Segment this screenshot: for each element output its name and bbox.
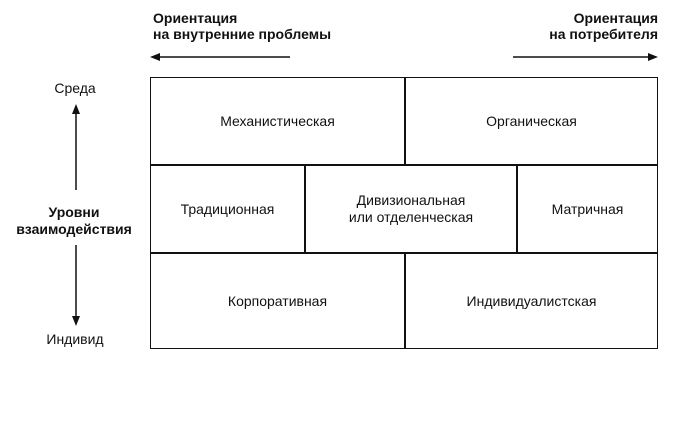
axis-label-environment: Среда: [54, 80, 96, 96]
header-internal-orientation: Ориентация на внутренние проблемы: [153, 10, 331, 42]
cell-divisional-line2: или отделенческая: [348, 209, 474, 225]
header-consumer-orientation: Ориентация на потребителя: [470, 10, 658, 42]
arrow-up-icon: [72, 104, 80, 190]
cell-mechanistic: Механистическая: [220, 112, 335, 129]
cell-matrix: Матричная: [551, 200, 624, 217]
cell-divisional-line1: Дивизиональная: [356, 192, 466, 208]
cell-traditional: Традиционная: [180, 200, 275, 217]
header-right-line1: Ориентация: [573, 10, 658, 26]
header-right-line2: на потребителя: [549, 26, 658, 42]
header-left-line1: Ориентация: [153, 10, 238, 26]
arrow-right-icon: [513, 53, 658, 61]
cell-organic: Органическая: [486, 112, 577, 129]
arrow-down-icon: [72, 245, 80, 326]
col-divider-row1: [404, 77, 406, 165]
cell-individualist: Индивидуалистская: [466, 292, 597, 309]
cell-divisional: Дивизиональная или отделенческая: [305, 165, 517, 253]
axis-label-individual: Индивид: [46, 331, 104, 347]
axis-label-interaction-levels: Уровни взаимодействия: [4, 204, 144, 238]
col-divider-row3: [404, 252, 406, 349]
col-divider-row2-a: [304, 164, 306, 253]
header-left-line2: на внутренние проблемы: [153, 26, 332, 42]
axis-mid-line1: Уровни: [48, 204, 100, 220]
cell-corporate: Корпоративная: [227, 292, 328, 309]
arrow-left-icon: [150, 53, 290, 61]
axis-mid-line2: взаимодействия: [16, 221, 132, 237]
col-divider-row2-b: [516, 164, 518, 253]
